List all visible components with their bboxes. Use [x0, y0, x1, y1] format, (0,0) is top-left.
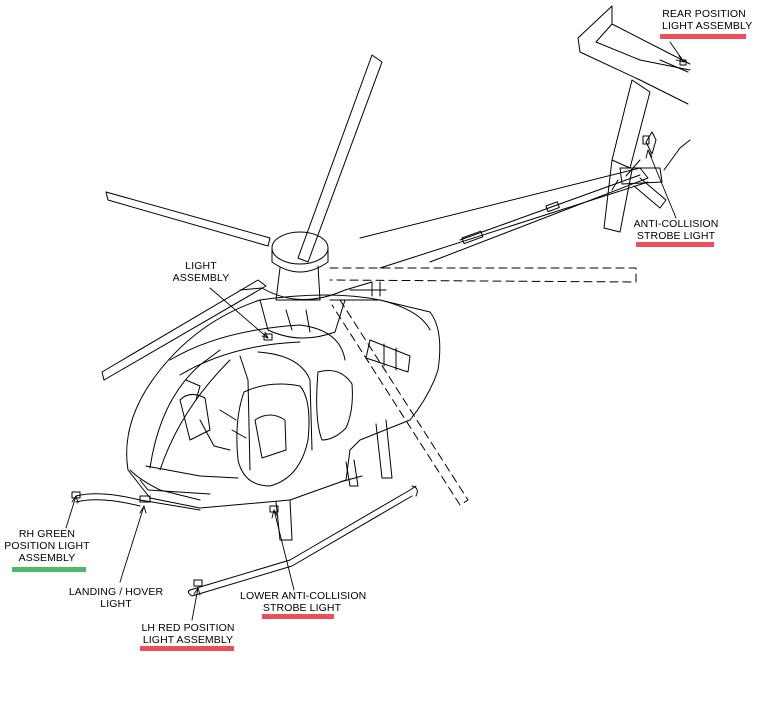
rh-green-label: RH GREEN POSITION LIGHT ASSEMBLY [4, 528, 90, 564]
lower-anti-collision-label: LOWER ANTI-COLLISION STROBE LIGHT [240, 590, 367, 614]
fuselage [126, 294, 441, 509]
lower-strobe-light-icon [269, 505, 279, 513]
landing-hover-label: LANDING / HOVER LIGHT [68, 586, 164, 610]
landing-hover-light-icon [139, 495, 151, 503]
rear-position-light-icon [679, 59, 687, 66]
anti-collision-label: ANTI-COLLISION STROBE LIGHT [633, 218, 719, 242]
rh-green-light-icon [71, 491, 81, 499]
rh-green-highlight [12, 567, 86, 572]
landing-gear [75, 419, 418, 597]
rotor-hub [239, 231, 387, 339]
light-assembly-label: LIGHT ASSEMBLY [172, 260, 230, 284]
anti-collision-light-icon [642, 135, 650, 145]
lower-anti-collision-highlight [262, 614, 334, 619]
main-rotor-blades [101, 54, 637, 506]
tail-fins [577, 5, 691, 233]
leader-lines [65, 41, 685, 621]
light-assembly-icon [263, 333, 273, 341]
lh-red-highlight [140, 646, 234, 651]
light-fixtures [71, 59, 687, 587]
anti-collision-highlight [636, 242, 714, 247]
rear-position-label: REAR POSITION LIGHT ASSEMBLY [662, 8, 753, 32]
lh-red-label: LH RED POSITION LIGHT ASSEMBLY [141, 622, 235, 646]
lh-red-light-icon [193, 579, 203, 587]
rear-position-highlight [660, 34, 746, 39]
tail-boom [359, 167, 667, 269]
